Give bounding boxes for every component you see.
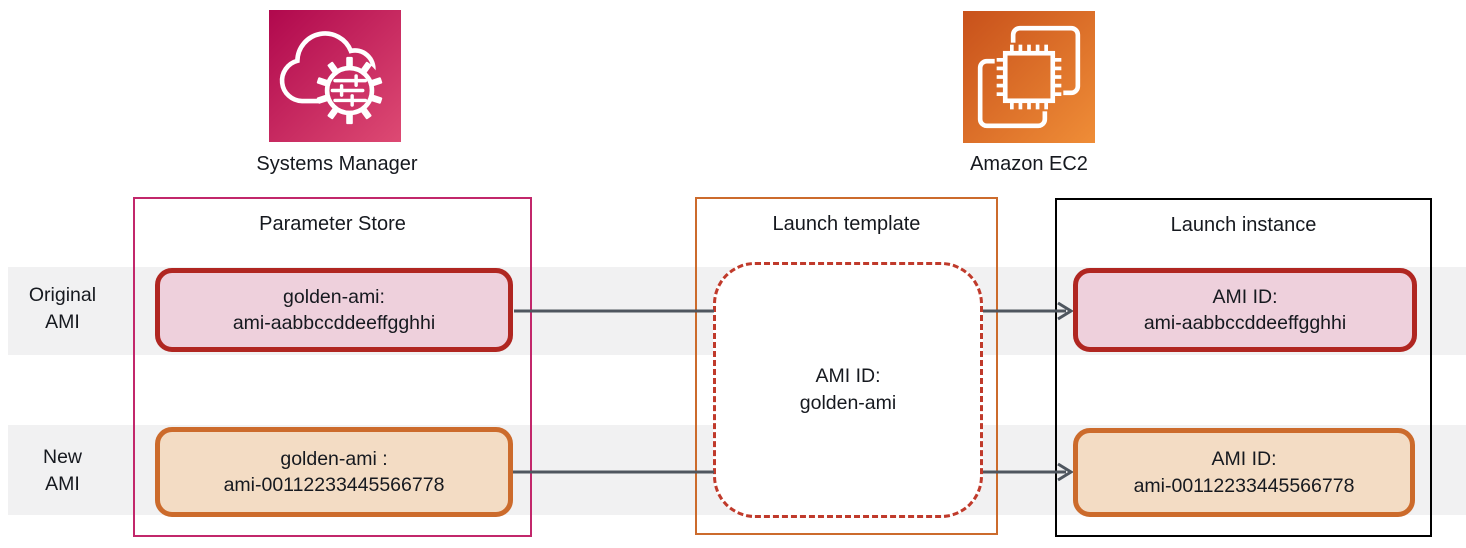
param-chip-original-ami: golden-ami: ami-aabbccddeeffgghhi: [155, 268, 513, 352]
launch-template-box: Launch template: [695, 197, 998, 535]
instance-chip-new-text: AMI ID: ami-00112233445566778: [1133, 448, 1355, 497]
param-chip-original-text: golden-ami: ami-aabbccddeeffgghhi: [232, 285, 436, 335]
systems-manager-label: Systems Manager: [256, 153, 418, 175]
instance-chip-original-ami: AMI ID: ami-aabbccddeeffgghhi: [1073, 268, 1417, 352]
launch-template-title: Launch template: [772, 213, 921, 235]
parameter-store-title: Parameter Store: [259, 213, 406, 235]
row-label-new-ami: New AMI: [42, 446, 82, 495]
parameter-store-box: Parameter Store: [133, 197, 532, 537]
instance-chip-original-text: AMI ID: ami-aabbccddeeffgghhi: [1143, 285, 1347, 335]
launch-template-ami-ref-text: AMI ID: golden-ami: [799, 365, 897, 414]
instance-chip-new-ami: AMI ID: ami-00112233445566778: [1073, 428, 1415, 517]
launch-instance-box: Launch instance: [1055, 198, 1432, 537]
systems-manager-icon: [269, 10, 401, 142]
param-chip-new-ami: golden-ami : ami-00112233445566778: [155, 427, 513, 517]
ec2-label: Amazon EC2: [970, 153, 1088, 175]
launch-template-ami-ref-box: AMI ID: golden-ami: [713, 262, 983, 518]
param-chip-new-text: golden-ami : ami-00112233445566778: [223, 447, 445, 497]
ec2-icon: [963, 11, 1095, 143]
launch-instance-title: Launch instance: [1170, 214, 1317, 236]
row-label-original-ami: Original AMI: [28, 284, 97, 333]
